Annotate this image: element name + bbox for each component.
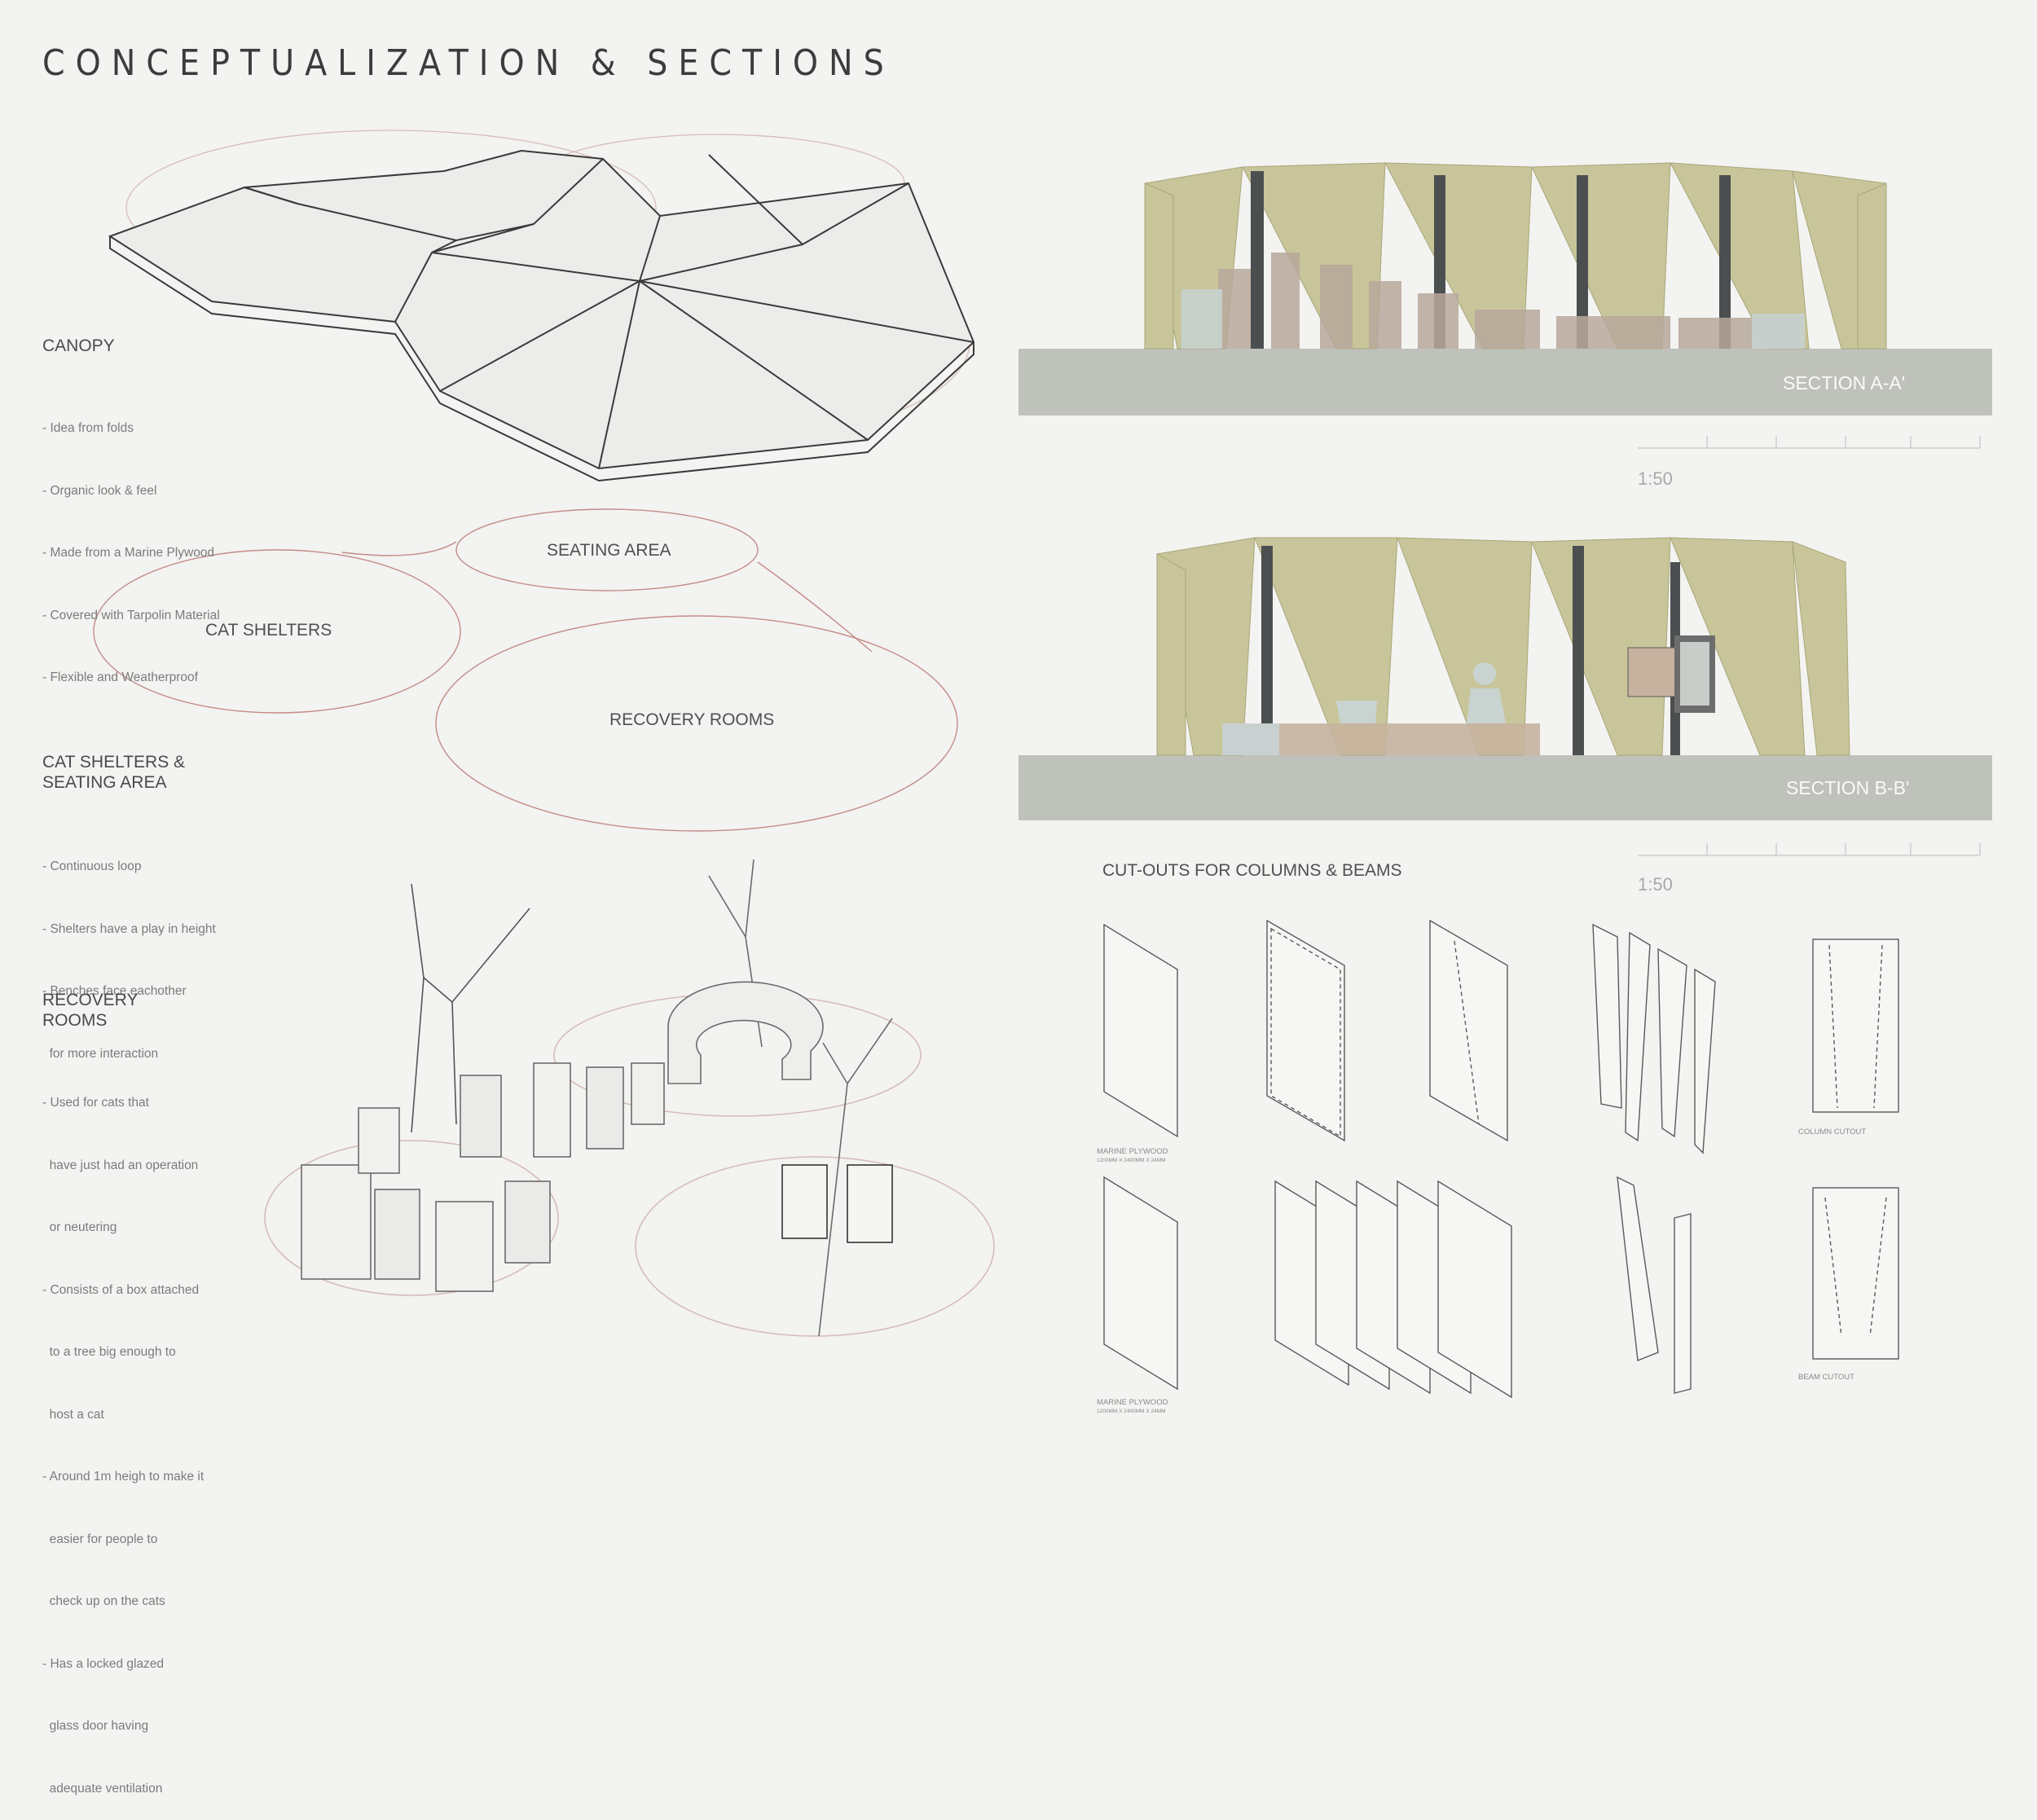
list-item: - Benches face eachother	[42, 984, 187, 998]
list-item: - Flexible and Weatherproof	[42, 670, 198, 684]
list-item: - Consists of a box attached	[42, 1282, 200, 1297]
section-b-drawing	[1018, 537, 1992, 820]
column-cutout-label: COLUMN CUTOUT	[1798, 1128, 1867, 1136]
page-title: CONCEPTUALIZATION & SECTIONS	[42, 42, 895, 84]
list-item: to a tree big enough to	[42, 1345, 176, 1359]
list-item: - Used for cats that	[42, 1096, 149, 1110]
section-a-label: SECTION A-A'	[1783, 372, 1906, 393]
list-item: - Made from a Marine Plywood	[42, 546, 215, 560]
zone-label-seating: SEATING AREA	[547, 541, 671, 560]
section-a-scale-bar	[1638, 436, 1981, 449]
zone-label-shelters: CAT SHELTERS	[205, 621, 332, 640]
list-item: - Idea from folds	[42, 421, 134, 435]
list-item: - Has a locked glazed	[42, 1656, 165, 1671]
section-b-scale-bar	[1638, 843, 1981, 856]
beam-cutout-label: BEAM CUTOUT	[1798, 1373, 1854, 1382]
section-a-scale: 1:50	[1638, 468, 1673, 489]
cutout-diagrams	[1103, 919, 1899, 1399]
plywood-label-1: MARINE PLYWOOD 1200MM X 2400MM X 24MM	[1097, 1147, 1168, 1163]
list-item: - Covered with Tarpolin Material	[42, 608, 220, 622]
cutouts-heading: CUT-OUTS FOR COLUMNS & BEAMS	[1102, 861, 1402, 880]
recovery-heading: RECOVERY ROOMS	[42, 991, 139, 1030]
recovery-bullets: - Used for cats that have just had an op…	[42, 1051, 204, 1820]
list-item: have just had an operation	[42, 1158, 199, 1172]
shelters-heading: CAT SHELTERS & SEATING AREA	[42, 753, 186, 792]
shelters-bullets: - Continuous loop - Shelters have a play…	[42, 815, 216, 1085]
list-item: host a cat	[42, 1407, 104, 1422]
list-item: for more interaction	[42, 1046, 159, 1061]
section-a-drawing	[1018, 162, 1992, 415]
list-item: or neutering	[42, 1220, 117, 1234]
list-item: - Around 1m heigh to make it	[42, 1470, 205, 1484]
canopy-sketch	[108, 130, 975, 482]
list-item: - Continuous loop	[42, 859, 142, 873]
list-item: - Shelters have a play in height	[42, 921, 216, 936]
zone-diagram	[93, 508, 958, 832]
plywood-label-2: MARINE PLYWOOD 1200MM X 2400MM X 24MM	[1097, 1398, 1168, 1414]
zone-label-recovery: RECOVERY ROOMS	[609, 710, 775, 729]
section-b-label: SECTION B-B'	[1786, 777, 1910, 798]
shelters-perspective	[264, 859, 995, 1337]
canopy-bullets: - Idea from folds - Organic look & feel …	[42, 376, 220, 709]
list-item: glass door having	[42, 1719, 149, 1733]
list-item: easier for people to	[42, 1532, 158, 1546]
list-item: adequate ventilation	[42, 1781, 163, 1796]
list-item: check up on the cats	[42, 1594, 165, 1608]
canopy-heading: CANOPY	[42, 336, 115, 355]
section-b-scale: 1:50	[1638, 874, 1673, 895]
list-item: - Organic look & feel	[42, 483, 157, 498]
sketch-layer	[93, 130, 1992, 1399]
